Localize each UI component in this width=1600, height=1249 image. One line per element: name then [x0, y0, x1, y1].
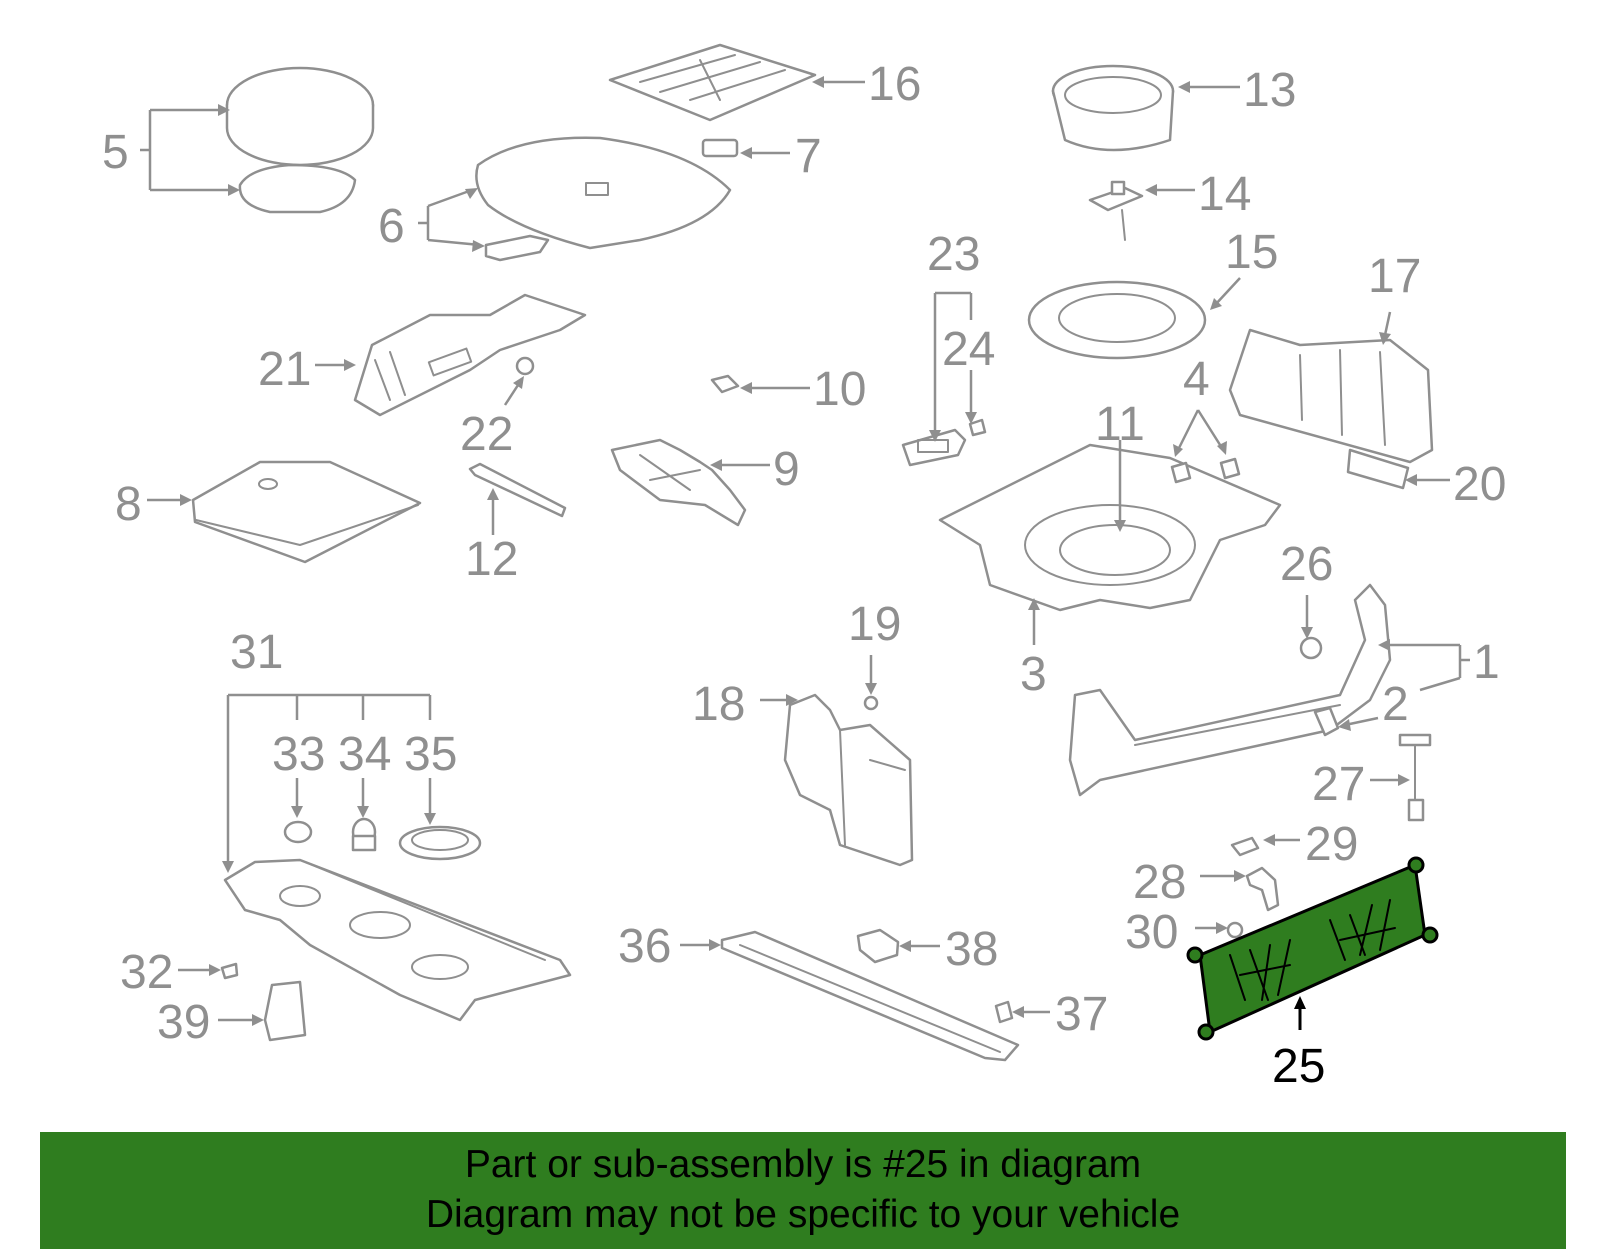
part-27-drawing[interactable] — [1398, 733, 1432, 822]
part-14-drawing[interactable] — [1088, 180, 1144, 241]
callout-30[interactable]: 30 — [1125, 906, 1178, 959]
callout-2[interactable]: 2 — [1382, 678, 1409, 731]
callout-15[interactable]: 15 — [1225, 226, 1278, 279]
callout-21[interactable]: 21 — [258, 343, 311, 396]
callout-26[interactable]: 26 — [1280, 538, 1333, 591]
part-34-drawing[interactable] — [351, 817, 377, 852]
part-10-drawing[interactable] — [710, 374, 740, 394]
part-31-drawing[interactable] — [223, 858, 572, 1022]
callout-14[interactable]: 14 — [1198, 168, 1251, 221]
callout-17[interactable]: 17 — [1368, 250, 1421, 303]
callout-18[interactable]: 18 — [692, 678, 745, 731]
callout-25[interactable]: 25 — [1272, 1040, 1325, 1093]
leader-lines — [140, 76, 1470, 1030]
callout-8[interactable]: 8 — [115, 478, 142, 531]
callout-11[interactable]: 11 — [1095, 398, 1145, 451]
part-38-drawing[interactable] — [856, 928, 900, 964]
banner-part-note: Part or sub-assembly is #25 in diagram — [464, 1143, 1142, 1186]
callout-12[interactable]: 12 — [465, 533, 518, 586]
part-17-drawing[interactable] — [1228, 328, 1434, 464]
part-21-drawing[interactable] — [353, 293, 587, 417]
part-6-drawing[interactable] — [475, 136, 732, 262]
callout-32[interactable]: 32 — [120, 946, 173, 999]
part-32-drawing[interactable] — [220, 962, 239, 980]
part-18-drawing[interactable] — [783, 693, 914, 867]
callout-23[interactable]: 23 — [927, 228, 980, 281]
callout-35[interactable]: 35 — [404, 728, 457, 781]
callout-27[interactable]: 27 — [1312, 758, 1365, 811]
part-24-drawing[interactable] — [968, 418, 987, 437]
part-25-drawing[interactable] — [1186, 856, 1439, 1041]
callout-6[interactable]: 6 — [378, 200, 405, 253]
part-35-drawing[interactable] — [398, 825, 482, 861]
callout-9[interactable]: 9 — [773, 443, 800, 496]
callout-28[interactable]: 28 — [1133, 856, 1186, 909]
callout-37[interactable]: 37 — [1055, 988, 1108, 1041]
part-26-drawing[interactable] — [1299, 636, 1323, 660]
callout-22[interactable]: 22 — [460, 408, 513, 461]
callout-39[interactable]: 39 — [157, 996, 210, 1049]
part-39-drawing[interactable] — [263, 980, 307, 1042]
callout-7[interactable]: 7 — [795, 130, 822, 183]
callout-31[interactable]: 31 — [230, 626, 283, 679]
part-2-drawing[interactable] — [1313, 706, 1340, 737]
part-36-drawing[interactable] — [720, 930, 1020, 1062]
callout-34[interactable]: 34 — [338, 728, 391, 781]
part-1-drawing[interactable] — [1068, 583, 1392, 797]
callout-16[interactable]: 16 — [868, 58, 921, 111]
callout-19[interactable]: 19 — [848, 598, 901, 651]
callout-33[interactable]: 33 — [272, 728, 325, 781]
info-banner: Part or sub-assembly is #25 in diagram D… — [40, 1132, 1566, 1249]
part-12-drawing[interactable] — [468, 462, 567, 518]
part-3-drawing[interactable] — [938, 443, 1282, 612]
callout-38[interactable]: 38 — [945, 923, 998, 976]
callout-3[interactable]: 3 — [1020, 648, 1047, 701]
part-8-drawing[interactable] — [191, 460, 422, 564]
callout-20[interactable]: 20 — [1453, 458, 1506, 511]
callout-labels: 5 16 7 6 13 14 15 17 20 21 22 10 9 12 8 … — [102, 58, 1506, 1093]
callout-13[interactable]: 13 — [1243, 64, 1296, 117]
callout-24[interactable]: 24 — [942, 323, 995, 376]
part-15-drawing[interactable] — [1027, 280, 1207, 360]
part-4-drawing[interactable] — [1170, 457, 1241, 484]
part-30-drawing[interactable] — [1226, 921, 1244, 939]
callout-10[interactable]: 10 — [813, 363, 866, 416]
part-20-drawing[interactable] — [1346, 448, 1410, 490]
banner-disclaimer: Diagram may not be specific to your vehi… — [425, 1193, 1181, 1236]
part-13-drawing[interactable] — [1051, 64, 1175, 152]
part-28-drawing[interactable] — [1245, 866, 1280, 912]
part-22-drawing[interactable] — [515, 356, 535, 376]
part-9-drawing[interactable] — [610, 438, 747, 527]
part-33-drawing[interactable] — [283, 820, 313, 844]
part-37-drawing[interactable] — [994, 1000, 1014, 1024]
callout-1[interactable]: 1 — [1473, 636, 1500, 689]
part-16-drawing[interactable] — [608, 43, 817, 122]
callout-5[interactable]: 5 — [102, 126, 129, 179]
part-19-drawing[interactable] — [863, 695, 879, 711]
part-29-drawing[interactable] — [1230, 836, 1260, 857]
callout-36[interactable]: 36 — [618, 920, 671, 973]
callout-29[interactable]: 29 — [1305, 818, 1358, 871]
part-23-drawing[interactable] — [901, 428, 967, 467]
part-7-drawing[interactable] — [701, 138, 739, 158]
part-5-drawing[interactable] — [225, 66, 375, 214]
callout-4[interactable]: 4 — [1183, 353, 1210, 406]
